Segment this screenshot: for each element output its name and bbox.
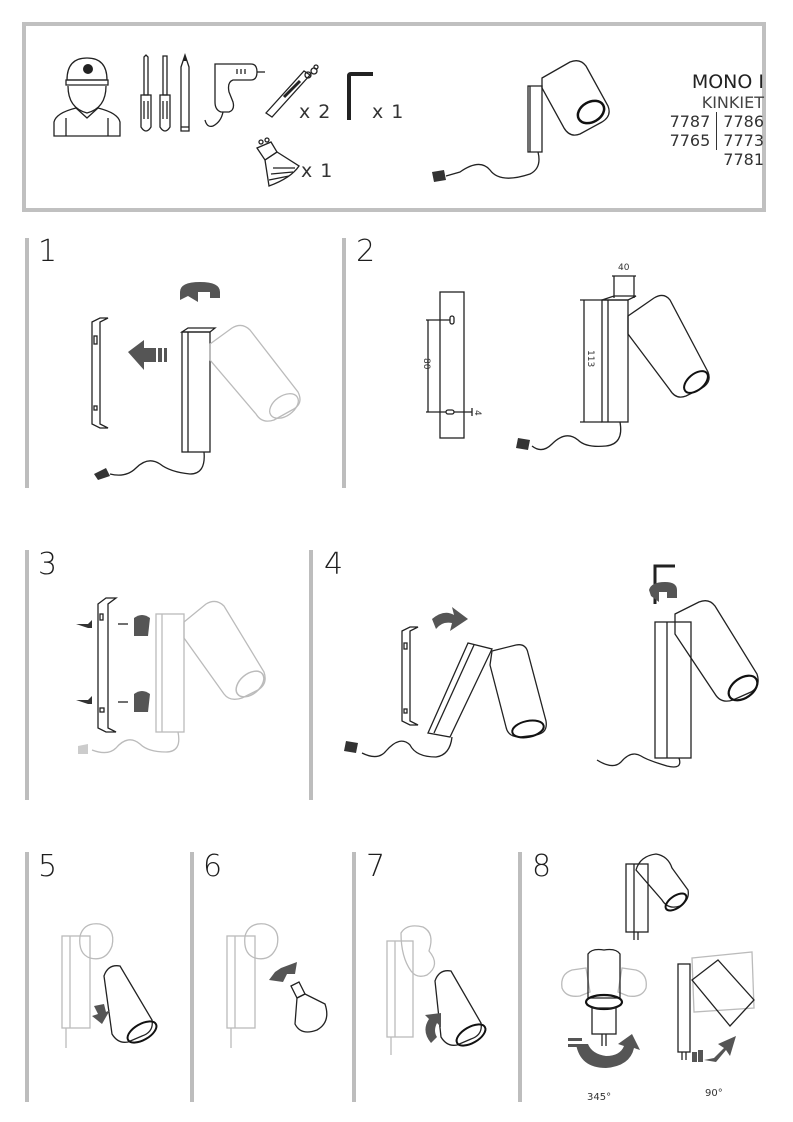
allen-key-icon xyxy=(347,72,373,120)
product-codes: 7787 7765 7786 7773 7781 xyxy=(670,112,764,169)
step-2-dimension-drawing: 80 4 40 113 xyxy=(421,263,710,451)
step-6-illustration xyxy=(226,923,328,1048)
step-4-illustration-b xyxy=(596,564,759,768)
lamp-product-illustration xyxy=(432,60,610,182)
step-divider xyxy=(25,852,29,1102)
rotation-label-90: 90° xyxy=(705,1088,723,1099)
step-divider xyxy=(25,238,29,488)
dimension-hole-size: 4 xyxy=(472,410,482,416)
step-divider xyxy=(342,238,346,488)
product-code: 7773 xyxy=(723,131,764,150)
step-divider xyxy=(309,550,313,800)
step-3-illustration xyxy=(76,597,266,754)
product-title-block: MONO I KINKIET 7787 7765 7786 7773 7781 xyxy=(670,71,764,169)
step-number-8: 8 xyxy=(532,849,552,884)
step-number-5: 5 xyxy=(38,849,58,884)
product-code: 7765 xyxy=(669,131,711,150)
allen-key-quantity: x 1 xyxy=(372,101,405,123)
product-code: 7786 xyxy=(723,112,764,131)
bulb-quantity: x 1 xyxy=(301,160,334,182)
screw-wall-plug-icon xyxy=(265,64,319,118)
pencil-icon xyxy=(180,52,190,132)
step-number-4: 4 xyxy=(324,547,344,582)
step-7-illustration xyxy=(386,925,487,1055)
screw-quantity: x 2 xyxy=(299,101,332,123)
step-divider xyxy=(352,852,356,1102)
step-8-illustration-top xyxy=(625,853,689,940)
step-5-illustration xyxy=(61,923,158,1048)
step-number-2: 2 xyxy=(356,234,376,269)
step-1-illustration xyxy=(91,282,301,480)
dimension-height: 113 xyxy=(585,350,595,367)
step-8-rotation-345 xyxy=(561,948,647,1068)
dimension-hole-spacing: 80 xyxy=(421,358,431,370)
step-8-rotation-90 xyxy=(677,951,755,1062)
gu10-bulb-icon xyxy=(256,137,300,187)
step-divider xyxy=(25,550,29,800)
dimension-width: 40 xyxy=(618,263,630,273)
step-number-3: 3 xyxy=(38,547,58,582)
step-divider xyxy=(190,852,194,1102)
step-number-1: 1 xyxy=(38,234,58,269)
header-panel xyxy=(22,22,766,212)
installer-person-icon xyxy=(53,57,121,137)
step-number-7: 7 xyxy=(366,849,386,884)
step-4-illustration-a xyxy=(344,607,547,758)
step-number-6: 6 xyxy=(203,849,223,884)
drill-icon xyxy=(204,63,265,128)
rotation-label-345: 345° xyxy=(587,1092,612,1103)
product-name: MONO I xyxy=(691,71,764,93)
product-code: 7781 xyxy=(723,150,764,169)
step-divider xyxy=(518,852,522,1102)
product-type: KINKIET xyxy=(701,93,764,112)
product-code: 7787 xyxy=(669,112,711,131)
flat-screwdriver-icon xyxy=(159,55,171,132)
phillips-screwdriver-icon xyxy=(140,54,152,132)
